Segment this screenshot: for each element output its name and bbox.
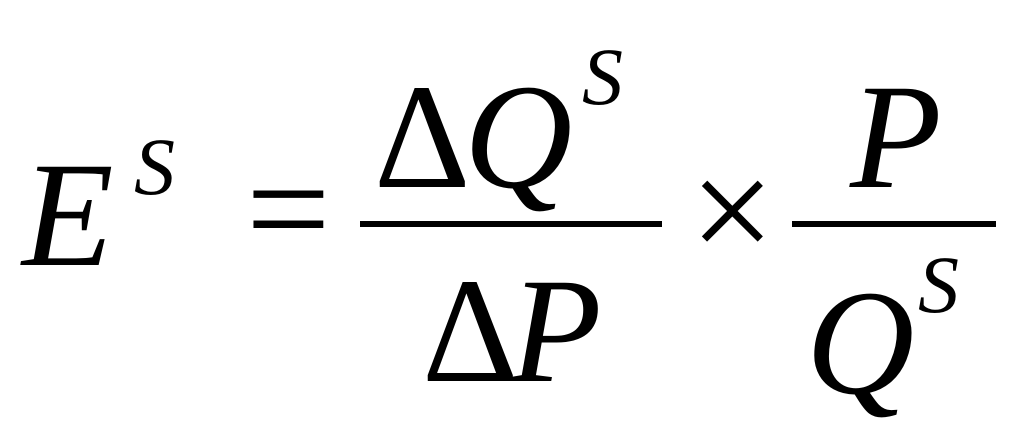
fraction1-numerator-superscript: S (582, 31, 623, 122)
fraction1-denominator-base: P (510, 248, 602, 414)
equals-sign: = (246, 126, 331, 292)
times-sign: × (690, 128, 775, 294)
fraction2-denominator-base: Q (806, 260, 915, 426)
lhs-base: E (22, 132, 114, 298)
fraction2-numerator-base: P (850, 54, 942, 220)
fraction1-numerator-delta: Δ (374, 54, 471, 220)
fraction1-denominator-delta: Δ (422, 248, 519, 414)
fraction2-denominator-superscript: S (918, 239, 959, 330)
lhs-superscript: S (134, 121, 175, 212)
fraction1-bar (360, 221, 662, 227)
fraction1-numerator-base: Q (464, 54, 573, 220)
fraction2-bar (792, 221, 996, 227)
